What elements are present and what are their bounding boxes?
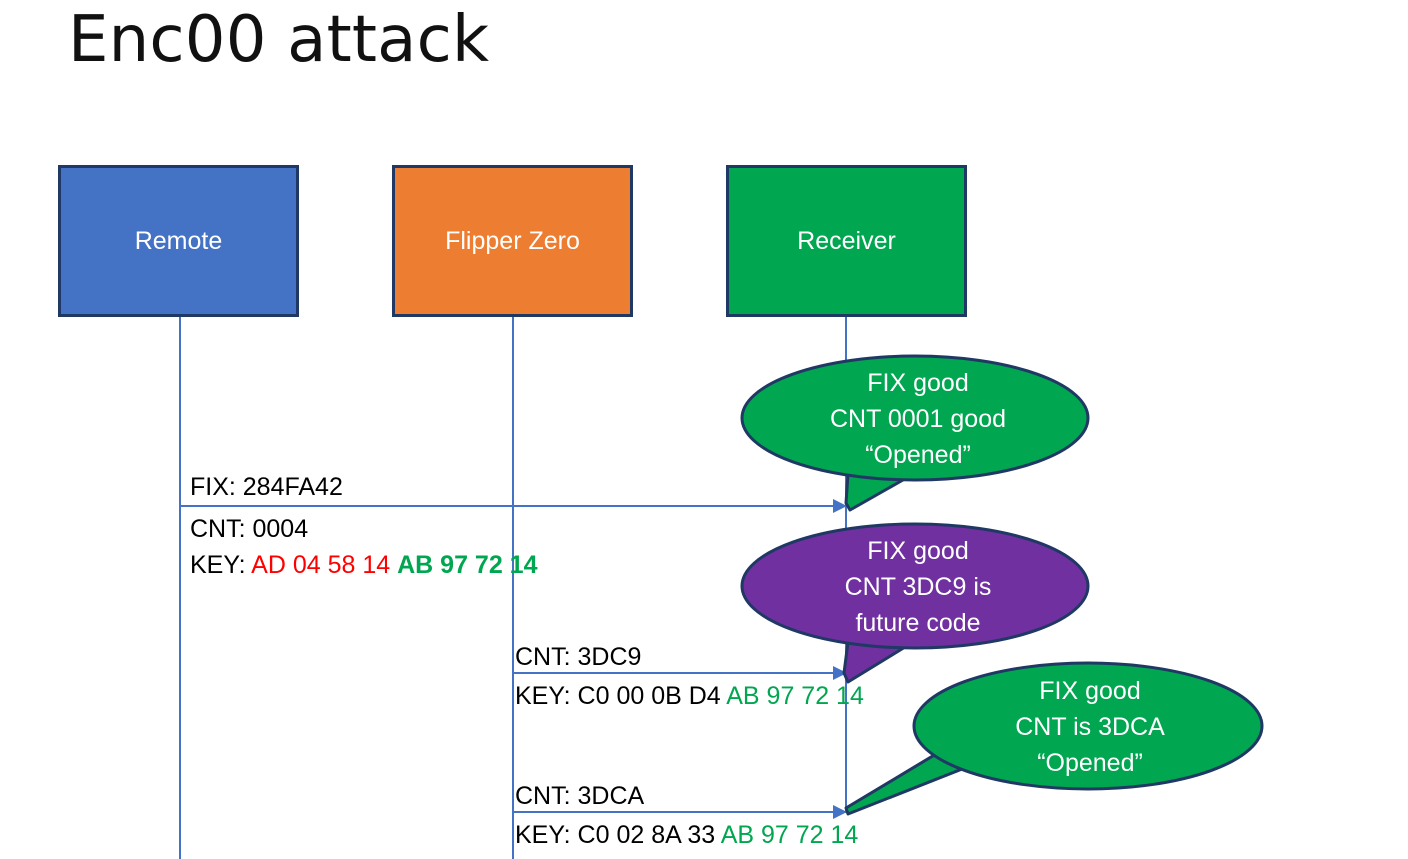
- actor-box-receiver[interactable]: Receiver: [726, 165, 967, 317]
- message-1-key-prefix: KEY:: [190, 551, 252, 579]
- message-2-key-fixed: AB 97 72 14: [726, 682, 864, 710]
- lifeline-remote: [179, 317, 181, 859]
- actor-label-receiver: Receiver: [797, 226, 896, 255]
- message-1-key-fixed: AB 97 72 14: [397, 551, 538, 579]
- message-1-arrow: [180, 499, 847, 513]
- message-3-label-above: CNT: 3DCA: [515, 782, 645, 810]
- actor-box-flipper[interactable]: Flipper Zero: [392, 165, 633, 317]
- actor-label-flipper: Flipper Zero: [445, 226, 580, 255]
- message-2-key-prefix: KEY: C0 00 0B D4: [515, 682, 727, 710]
- lifeline-flipper: [512, 317, 514, 859]
- callout-body-3: [912, 661, 1264, 791]
- message-2-label-below: KEY: C0 00 0B D4 AB 97 72 14: [515, 679, 864, 714]
- message-1-label-above: FIX: 284FA42: [190, 473, 343, 501]
- message-1-label-below-line1: CNT: 0004: [190, 515, 309, 543]
- message-3-label-below: KEY: C0 02 8A 33 AB 97 72 14: [515, 818, 858, 853]
- actor-label-remote: Remote: [134, 226, 223, 255]
- message-1-label-below-line2: KEY: AD 04 58 14 AB 97 72 14: [190, 548, 538, 583]
- message-3-key-fixed: AB 97 72 14: [720, 821, 859, 849]
- message-1-key-rolling: AD 04 58 14: [251, 551, 391, 579]
- callout-receiver-ok-second[interactable]: FIX good CNT is 3DCA “Opened”: [844, 656, 1272, 826]
- message-2-label-above: CNT: 3DC9: [515, 643, 642, 671]
- callout-body-1: [740, 354, 1090, 482]
- callout-receiver-ok-first[interactable]: FIX good CNT 0001 good “Opened”: [738, 348, 1098, 518]
- page-title: Enc00 attack: [68, 3, 490, 77]
- message-3-key-prefix: KEY: C0 02 8A 33: [515, 821, 721, 849]
- callout-body-2: [740, 522, 1090, 650]
- message-3-arrow: [513, 805, 847, 819]
- actor-box-remote[interactable]: Remote: [58, 165, 299, 317]
